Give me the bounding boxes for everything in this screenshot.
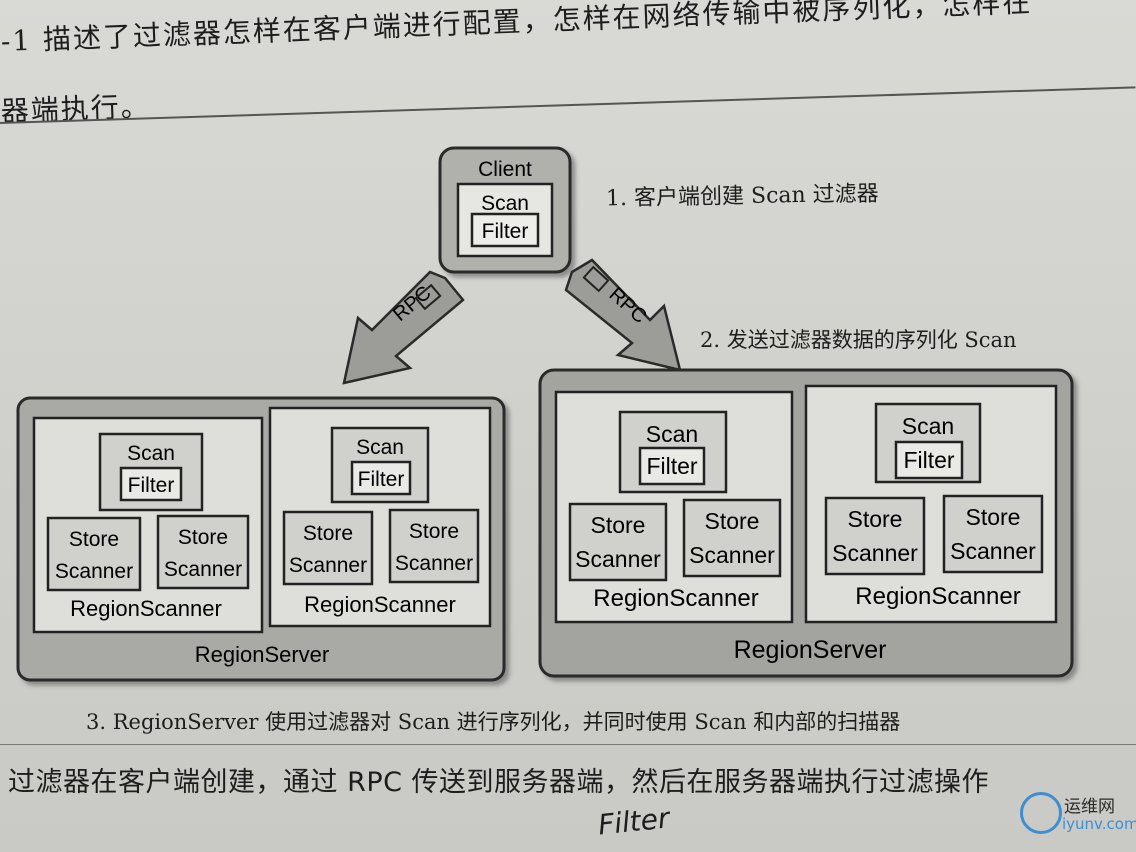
scanner-label: Scanner — [832, 540, 918, 566]
rpc-packet-icon — [582, 265, 610, 293]
watermark-site-en: iyunv.com — [1062, 815, 1136, 833]
store-scanner-box — [46, 516, 142, 592]
rpc-packet-icon — [414, 283, 442, 311]
store-scanner-box — [942, 494, 1044, 574]
region-server-label: RegionServer — [195, 642, 330, 667]
store-label: Store — [69, 528, 119, 551]
site-watermark: 运维网 iyunv.com — [1020, 788, 1136, 840]
store-label: Store — [591, 512, 646, 538]
scanner-label: Scanner — [55, 560, 133, 583]
region-server-label: RegionServer — [734, 636, 887, 664]
region-scanner-label: RegionScanner — [304, 592, 456, 617]
store-label: Store — [178, 526, 228, 549]
bottom-paragraph-line: 过滤器在客户端创建，通过 RPC 传送到服务器端，然后在服务器端执行过滤操作 — [8, 767, 990, 798]
scan-label: Scan — [356, 436, 404, 459]
section-rule-bottom — [0, 744, 1136, 745]
scan-label: Scan — [902, 413, 954, 439]
region-scanner: Scan Filter Store Scanner Store Scanner … — [32, 416, 264, 634]
store-scanner-box — [824, 496, 926, 576]
scanner-label: Scanner — [164, 558, 242, 581]
region-scanner: Scan Filter Store Scanner Store Scanner … — [268, 406, 492, 628]
store-scanner-box — [388, 508, 480, 584]
scan-label: Scan — [646, 421, 698, 447]
store-scanner-box — [568, 502, 668, 582]
client-scan-label: Scan — [481, 192, 529, 215]
store-label: Store — [848, 506, 903, 532]
step-3-caption: 3. RegionServer 使用过滤器对 Scan 进行序列化，并同时使用 … — [86, 710, 901, 734]
client-node: Client Scan Filter — [438, 146, 572, 274]
region-server-left: RegionServer Scan Filter Store Scanner S… — [16, 396, 506, 682]
watermark-site-cn: 运维网 — [1064, 797, 1115, 817]
scanner-label: Scanner — [395, 552, 473, 575]
rpc-arrow-left: RPC — [342, 270, 465, 385]
scan-label: Scan — [127, 442, 175, 465]
region-scanner: Scan Filter Store Scanner Store Scanner … — [554, 390, 794, 624]
scanner-label: Scanner — [950, 538, 1036, 564]
step-1-caption: 1. 客户端创建 Scan 过滤器 — [605, 181, 879, 212]
watermark-ring-icon — [1020, 792, 1062, 834]
filter-label: Filter — [128, 474, 175, 497]
store-scanner-box — [682, 498, 782, 578]
region-scanner-label: RegionScanner — [70, 596, 222, 621]
scanner-label: Scanner — [289, 554, 367, 577]
rpc-arrow-right: RPC — [564, 258, 682, 372]
scanner-label: Scanner — [575, 546, 661, 572]
store-label: Store — [303, 522, 353, 545]
filter-label: Filter — [358, 468, 405, 491]
store-label: Store — [966, 504, 1021, 530]
filter-label: Filter — [646, 453, 697, 479]
client-label: Client — [478, 158, 532, 181]
step-2-caption: 2. 发送过滤器数据的序列化 Scan — [700, 328, 1017, 352]
store-label: Store — [705, 508, 760, 534]
region-server-right: RegionServer Scan Filter Store Scanner S… — [538, 368, 1074, 678]
region-scanner: Scan Filter Store Scanner Store Scanner … — [804, 384, 1058, 624]
store-label: Store — [409, 520, 459, 543]
client-filter-label: Filter — [482, 220, 529, 243]
store-scanner-box — [156, 514, 250, 590]
store-scanner-box — [282, 510, 374, 586]
scanner-label: Scanner — [689, 542, 775, 568]
region-scanner-label: RegionScanner — [593, 585, 758, 612]
filter-label: Filter — [903, 447, 954, 473]
region-scanner-label: RegionScanner — [855, 583, 1020, 610]
